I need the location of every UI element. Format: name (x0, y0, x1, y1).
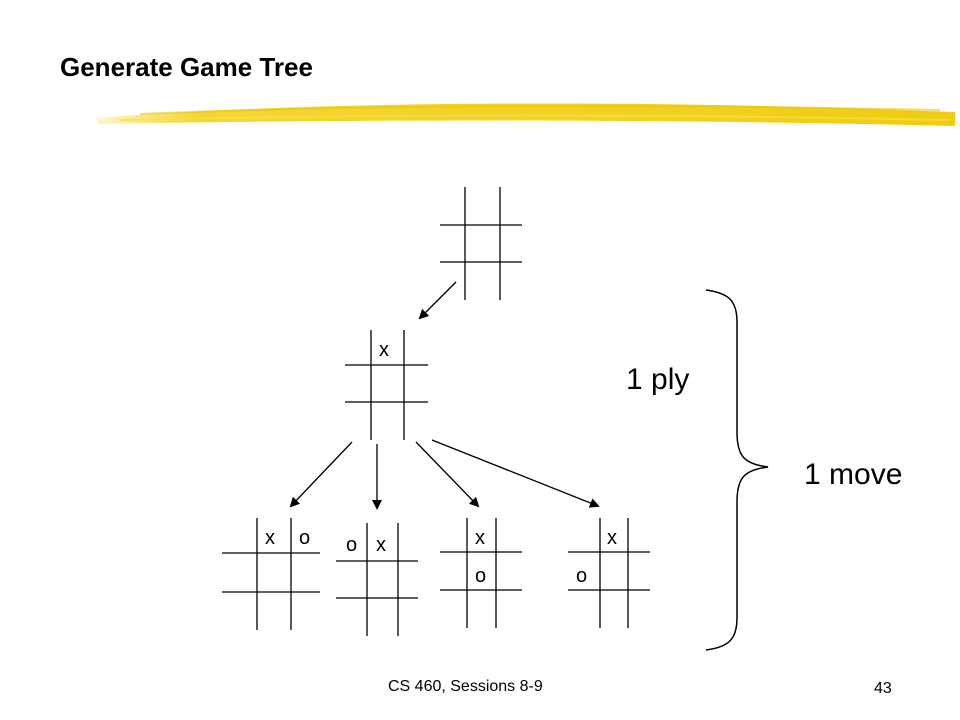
child-board-1 (222, 518, 320, 630)
child1-mark-o: o (299, 527, 310, 549)
edge-root-to-level1 (418, 281, 457, 320)
level1-mark-x: x (379, 339, 389, 361)
slide-title: Generate Game Tree (60, 52, 313, 82)
child3-mark-o: o (475, 565, 486, 587)
edge-level1-to-child3 (415, 441, 480, 508)
title-highlight-stroke (95, 103, 955, 126)
edge-level1-to-child1 (289, 441, 353, 508)
child4-mark-o: o (576, 565, 587, 587)
child-board-4 (568, 518, 650, 628)
child-board-3 (440, 518, 522, 628)
child1-mark-x: x (265, 527, 275, 549)
child4-mark-x: x (607, 527, 617, 549)
child2-mark-x: x (376, 534, 386, 556)
page-number: 43 (874, 680, 892, 697)
edge-level1-to-child4 (431, 439, 600, 508)
child3-mark-x: x (475, 527, 485, 549)
level1-board (345, 330, 428, 440)
root-board (440, 187, 522, 300)
child2-mark-o: o (346, 534, 357, 556)
ply-label: 1 ply (626, 363, 689, 396)
move-label: 1 move (804, 458, 902, 491)
child-board-2 (336, 523, 418, 636)
curly-brace (705, 289, 769, 651)
footer-course: CS 460, Sessions 8-9 (388, 678, 543, 695)
